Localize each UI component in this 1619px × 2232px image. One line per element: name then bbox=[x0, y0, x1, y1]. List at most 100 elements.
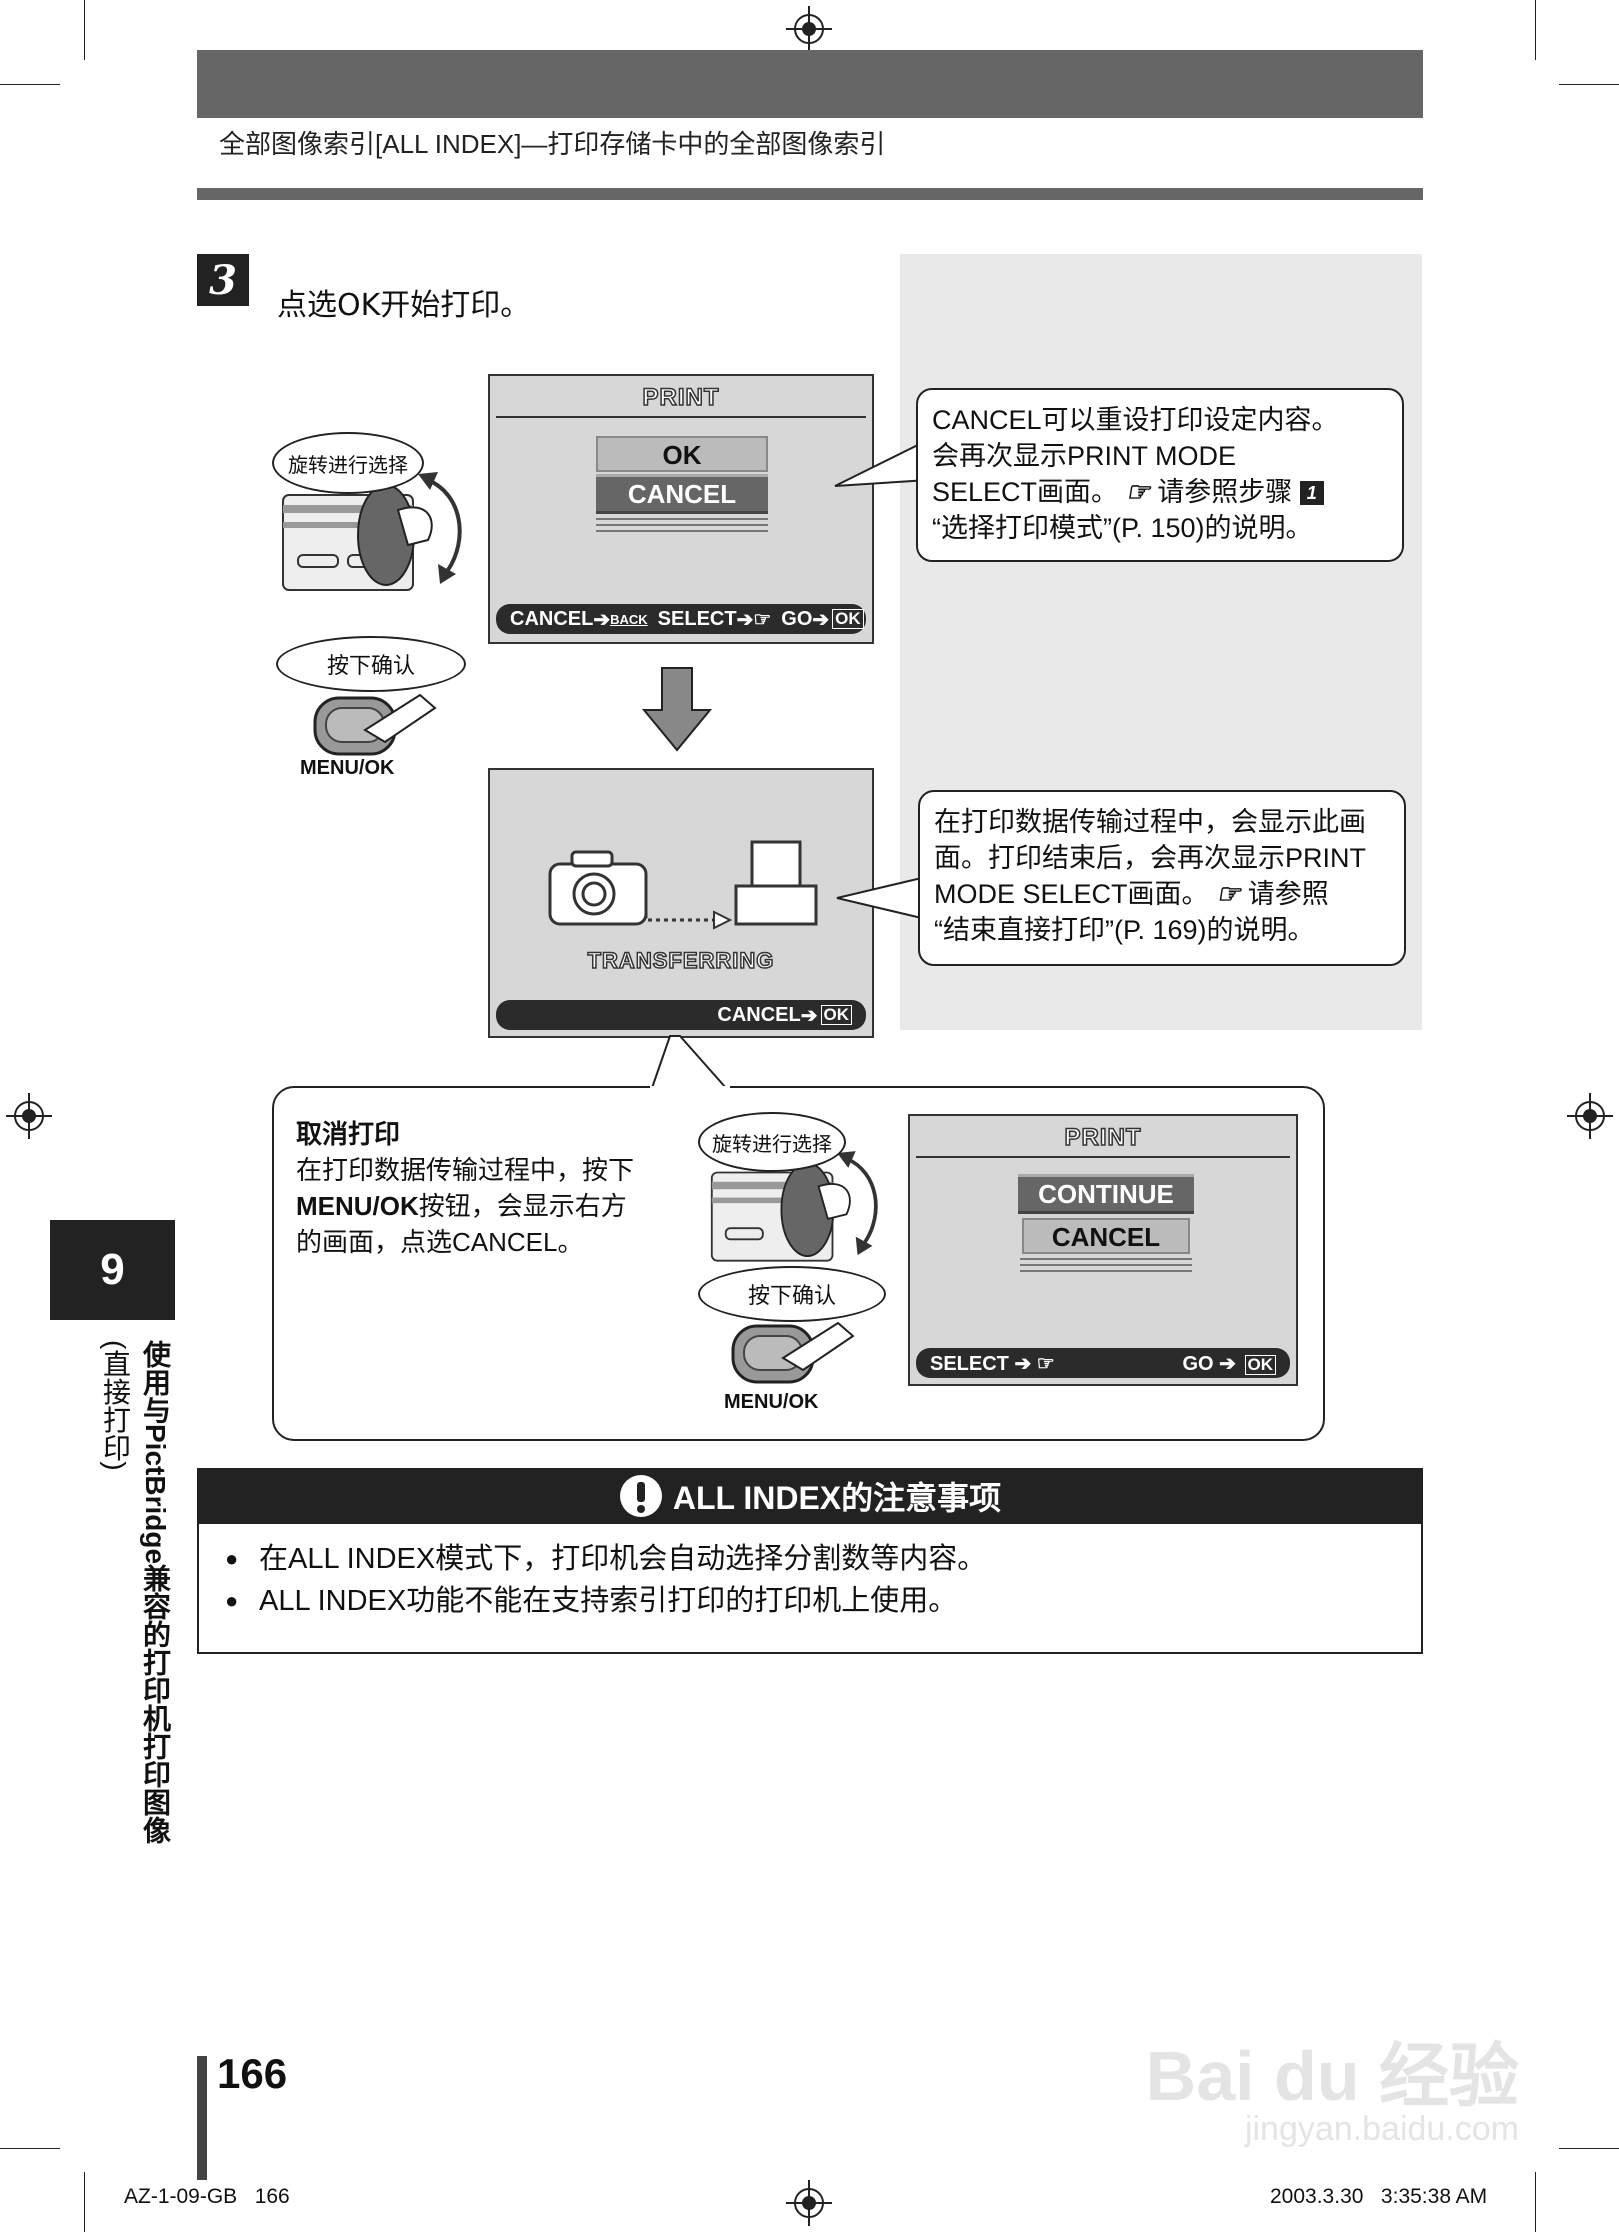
ok-option[interactable]: OK bbox=[596, 436, 768, 472]
reference-icon: ☞ bbox=[1125, 477, 1150, 507]
bar-cancel-label: CANCEL bbox=[510, 607, 594, 630]
menu-ok-button-icon bbox=[731, 1321, 855, 1384]
watermark-logo: Bai du 经验 bbox=[1145, 2037, 1519, 2115]
callout-line: “选择打印模式”(P. 150)的说明。 bbox=[932, 513, 1313, 543]
press-bubble: 按下确认 bbox=[276, 636, 466, 692]
screen-control-bar: SELECT ➔ ☞ GO ➔ OK bbox=[916, 1348, 1290, 1378]
cancel-print-line: 在打印数据传输过程中，按下 bbox=[296, 1155, 635, 1185]
callout-line: CANCEL可以重设打印设定内容。 bbox=[932, 405, 1339, 435]
footer-code: AZ-1-09-GB 166 bbox=[124, 2185, 290, 2208]
crop-mark bbox=[0, 84, 60, 85]
menu-ok-caption: MENU/OK bbox=[300, 757, 395, 779]
cancel-print-line: MENU/OK按钮，会显示右方 bbox=[296, 1188, 676, 1224]
transfer-status: TRANSFERRING bbox=[587, 947, 775, 974]
registration-mark-icon bbox=[1567, 1093, 1613, 1139]
bar-select-label: SELECT bbox=[657, 607, 737, 630]
press-label: 按下确认 bbox=[747, 1284, 836, 1309]
screen-title: PRINT bbox=[642, 383, 720, 412]
bar-go-group: GO ➔ OK bbox=[1182, 1351, 1276, 1376]
menu-ok-caption: MENU/OK bbox=[724, 1391, 819, 1413]
crop-mark bbox=[0, 2148, 60, 2149]
registration-mark-icon bbox=[786, 6, 832, 52]
reference-icon: ☞ bbox=[1216, 879, 1241, 909]
arrow-right-icon: ➔ bbox=[812, 608, 830, 631]
bar-ok-key: OK bbox=[1244, 1354, 1276, 1375]
callout-text: 请参照步骤 bbox=[1157, 477, 1293, 507]
bar-select-group: SELECT ➔ ☞ bbox=[930, 1351, 1055, 1376]
callout-text: SELECT画面。 bbox=[932, 477, 1119, 507]
screen-control-bar: CANCEL ➔ BACK SELECT ➔ ☞ GO ➔ OK bbox=[496, 604, 866, 634]
callout-text: 请参照 bbox=[1247, 879, 1329, 909]
watermark-url: jingyan.baidu.com bbox=[1244, 2110, 1519, 2148]
divider bbox=[596, 530, 768, 532]
menu-ok-button-icon bbox=[313, 693, 437, 756]
down-arrow-icon bbox=[642, 667, 712, 752]
bar-select-label: SELECT bbox=[930, 1352, 1009, 1375]
divider bbox=[1020, 1264, 1192, 1266]
section-subtitle: 全部图像索引[ALL INDEX]—打印存储卡中的全部图像索引 bbox=[219, 129, 886, 159]
print-screen: PRINT OK CANCEL CANCEL ➔ BACK SELECT ➔ ☞… bbox=[488, 374, 874, 644]
callout-line: 会再次显示PRINT MODE bbox=[932, 441, 1237, 471]
rotate-label: 旋转进行选择 bbox=[712, 1131, 832, 1156]
footer-timestamp: 2003.3.30 3:35:38 AM bbox=[1270, 2185, 1488, 2208]
page-number-bar bbox=[197, 2056, 207, 2180]
crop-mark bbox=[1535, 0, 1536, 60]
notice-title: ALL INDEX的注意事项 bbox=[672, 1480, 1002, 1516]
warning-icon bbox=[619, 1475, 662, 1517]
registration-mark-icon bbox=[786, 2180, 832, 2226]
screen-rule bbox=[496, 416, 866, 418]
crop-mark bbox=[1559, 2148, 1619, 2149]
bar-go-label: GO bbox=[1182, 1352, 1214, 1375]
bar-back-label: BACK bbox=[610, 611, 648, 627]
dial-icon: ☞ bbox=[1036, 1352, 1055, 1375]
chapter-title-sub: (直接打印) bbox=[100, 1340, 131, 1471]
callout-line: “结束直接打印”(P. 169)的说明。 bbox=[934, 915, 1315, 945]
camera-dial-illustration bbox=[710, 1151, 878, 1262]
camera-dial-illustration bbox=[282, 472, 462, 591]
callout-transferring: 在打印数据传输过程中，会显示此画 面。打印结束后，会再次显示PRINT MODE… bbox=[918, 790, 1406, 966]
arrow-right-icon: ➔ bbox=[736, 608, 754, 631]
menu-ok-label: MENU/OK bbox=[296, 1191, 419, 1221]
arrow-right-icon: ➔ bbox=[800, 1004, 818, 1027]
page-number: 166 bbox=[217, 2050, 288, 2097]
chapter-tab: 9 bbox=[50, 1220, 175, 1320]
crop-mark bbox=[84, 0, 85, 60]
dial-icon: ☞ bbox=[753, 608, 772, 631]
cancel-box-pointer bbox=[650, 1035, 730, 1090]
callout-line: SELECT画面。 ☞ 请参照步骤 1 bbox=[932, 474, 1388, 510]
step-ref-badge: 1 bbox=[1299, 481, 1324, 505]
crop-mark bbox=[84, 2172, 85, 2232]
callout-line: 在打印数据传输过程中，会显示此画 bbox=[934, 807, 1366, 837]
divider bbox=[596, 524, 768, 526]
header-bar bbox=[197, 50, 1423, 118]
callout-line: MODE SELECT画面。 ☞ 请参照 bbox=[934, 876, 1390, 912]
registration-mark-icon bbox=[6, 1093, 52, 1139]
rotate-bubble: 旋转进行选择 bbox=[698, 1112, 846, 1172]
divider bbox=[1020, 1270, 1192, 1272]
callout-text: MODE SELECT画面。 bbox=[934, 879, 1209, 909]
crop-mark bbox=[1559, 84, 1619, 85]
rotate-bubble: 旋转进行选择 bbox=[272, 432, 424, 494]
divider bbox=[596, 518, 768, 520]
screen-rule bbox=[916, 1156, 1290, 1158]
arrow-right-icon: ➔ bbox=[593, 608, 611, 631]
divider bbox=[1020, 1258, 1192, 1260]
step-instruction: 点选OK开始打印。 bbox=[277, 288, 531, 323]
bar-cancel-label: CANCEL bbox=[717, 1003, 801, 1026]
chapter-title: (直接打印) bbox=[95, 1340, 135, 1940]
cancel-option[interactable]: CANCEL bbox=[1022, 1218, 1190, 1254]
callout-line: 面。打印结束后，会再次显示PRINT bbox=[934, 843, 1366, 873]
step-number: 3 bbox=[197, 254, 249, 306]
continue-option[interactable]: CONTINUE bbox=[1018, 1174, 1194, 1214]
notice-header: ALL INDEX的注意事项 bbox=[197, 1468, 1423, 1524]
bar-ok-key: OK bbox=[820, 1005, 852, 1025]
screen-title: PRINT bbox=[1064, 1123, 1142, 1152]
cancel-option[interactable]: CANCEL bbox=[596, 474, 768, 514]
callout-pointer bbox=[836, 874, 932, 922]
cancel-print-title: 取消打印 bbox=[296, 1119, 401, 1149]
transferring-screen: TRANSFERRING CANCEL ➔ OK bbox=[488, 768, 874, 1038]
notice-list: 在ALL INDEX模式下，打印机会自动选择分割数等内容。 ALL INDEX功… bbox=[197, 1524, 1423, 1654]
bar-go-label: GO bbox=[781, 607, 813, 630]
print-continue-screen: PRINT CONTINUE CANCEL SELECT ➔ ☞ GO ➔ OK bbox=[908, 1114, 1298, 1386]
cancel-print-line: 的画面，点选CANCEL。 bbox=[296, 1227, 584, 1257]
